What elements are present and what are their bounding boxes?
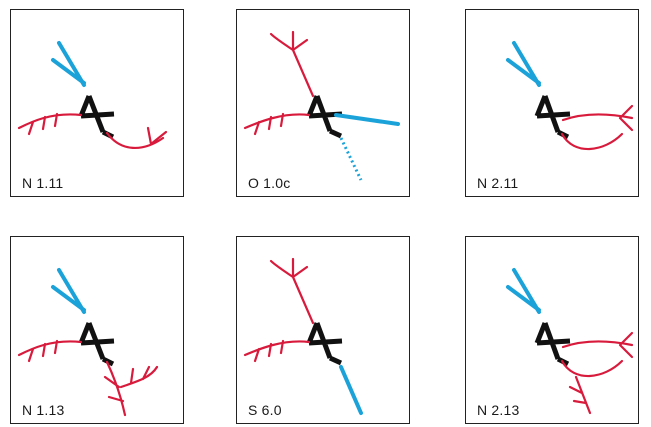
notation-code: N 1.11 [22,175,64,191]
notation-code: O 1.0c [248,175,291,191]
notation-code: N 1.13 [22,402,65,418]
notation-code: N 2.13 [477,402,520,418]
notation-code: N 2.11 [477,175,519,191]
notation-panel-n-1-11: N 1.11 [10,9,184,197]
notation-glyph-n-2-11 [506,41,634,151]
notation-panel-n-1-13: N 1.13 [10,236,184,424]
notation-glyph-n-1-11 [17,41,168,150]
notation-panel-n-2-13: N 2.13 [465,236,639,424]
notation-glyph-s-6-0 [243,257,363,415]
notation-panel-n-2-11: N 2.11 [465,9,639,197]
notation-glyph-n-1-13 [17,268,159,417]
notation-glyph-o-1-0c [243,30,400,181]
notation-code: S 6.0 [248,402,282,418]
notation-panel-o-1-0c: O 1.0c [236,9,410,197]
notation-glyph-n-2-13 [506,268,634,415]
notation-panel-s-6-0: S 6.0 [236,236,410,424]
